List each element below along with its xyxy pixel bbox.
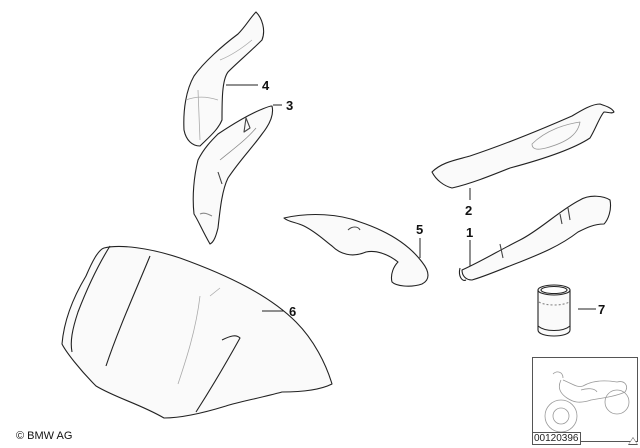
part-7-cylinder[interactable] [537, 284, 571, 337]
copyright-label: © BMW AG [16, 430, 73, 442]
diagram-number: 00120396 [532, 432, 581, 445]
part-1-lower-side-panel[interactable] [458, 195, 612, 281]
callout-6[interactable]: 6 [289, 304, 297, 319]
callout-2[interactable]: 2 [465, 203, 473, 218]
part-2-side-panel[interactable] [431, 103, 615, 189]
callout-1[interactable]: 1 [466, 225, 474, 240]
callout-4[interactable]: 4 [262, 78, 270, 93]
part-4-upper-trim[interactable] [183, 11, 265, 147]
callout-7[interactable]: 7 [598, 302, 606, 317]
callout-3[interactable]: 3 [286, 98, 294, 113]
part-5-bracket[interactable] [283, 214, 429, 287]
warning-triangle-icon [628, 437, 638, 445]
part-3-pillar-trim[interactable] [192, 105, 274, 245]
part-6-windshield[interactable] [61, 245, 333, 419]
motorcycle-icon [544, 371, 630, 433]
callout-5[interactable]: 5 [416, 222, 424, 237]
vehicle-thumbnail [532, 357, 638, 442]
